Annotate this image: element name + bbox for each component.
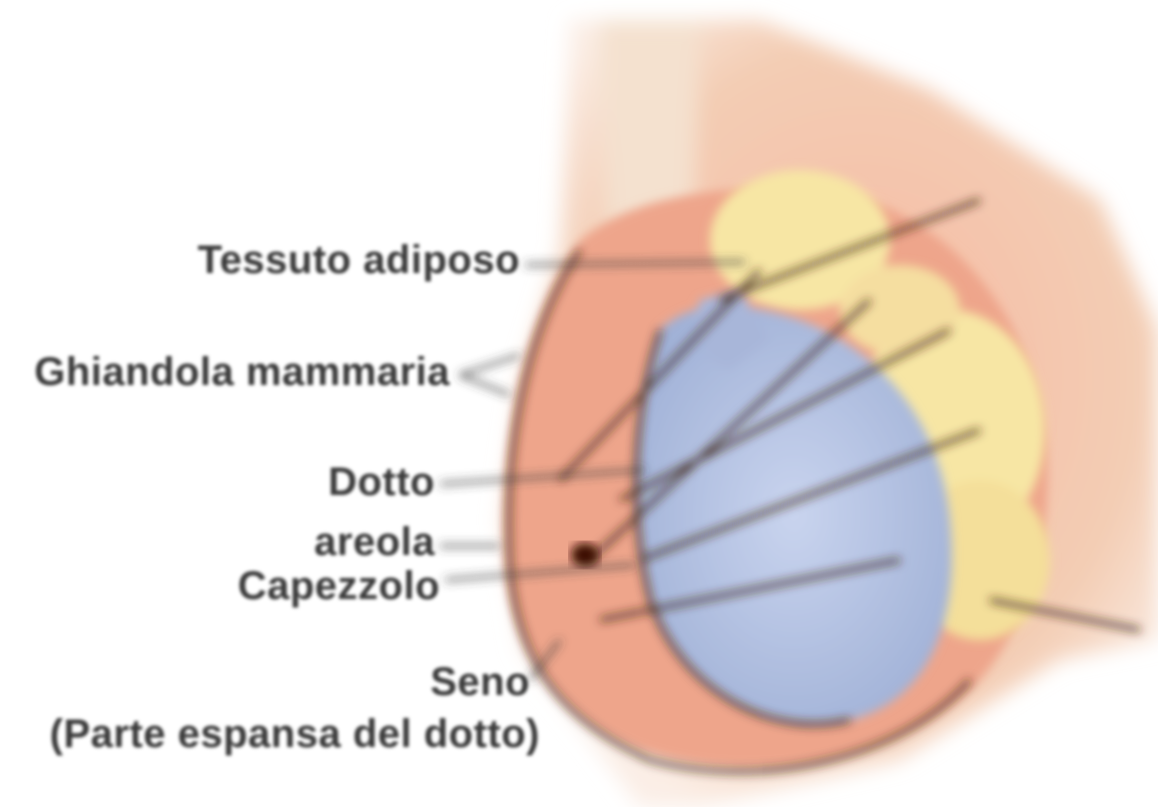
label-tessuto-adiposo: Tessuto adiposo [150,238,520,283]
label-dotto: Dotto [240,460,435,505]
label-seno: Seno [330,660,530,705]
label-areola: areola [240,520,435,565]
label-parte-espansa-del-dotto: (Parte espansa del dotto) [20,712,540,757]
label-ghiandola-mammaria: Ghiandola mammaria [0,350,450,395]
label-capezzolo: Capezzolo [200,564,440,609]
nipple [571,543,599,567]
